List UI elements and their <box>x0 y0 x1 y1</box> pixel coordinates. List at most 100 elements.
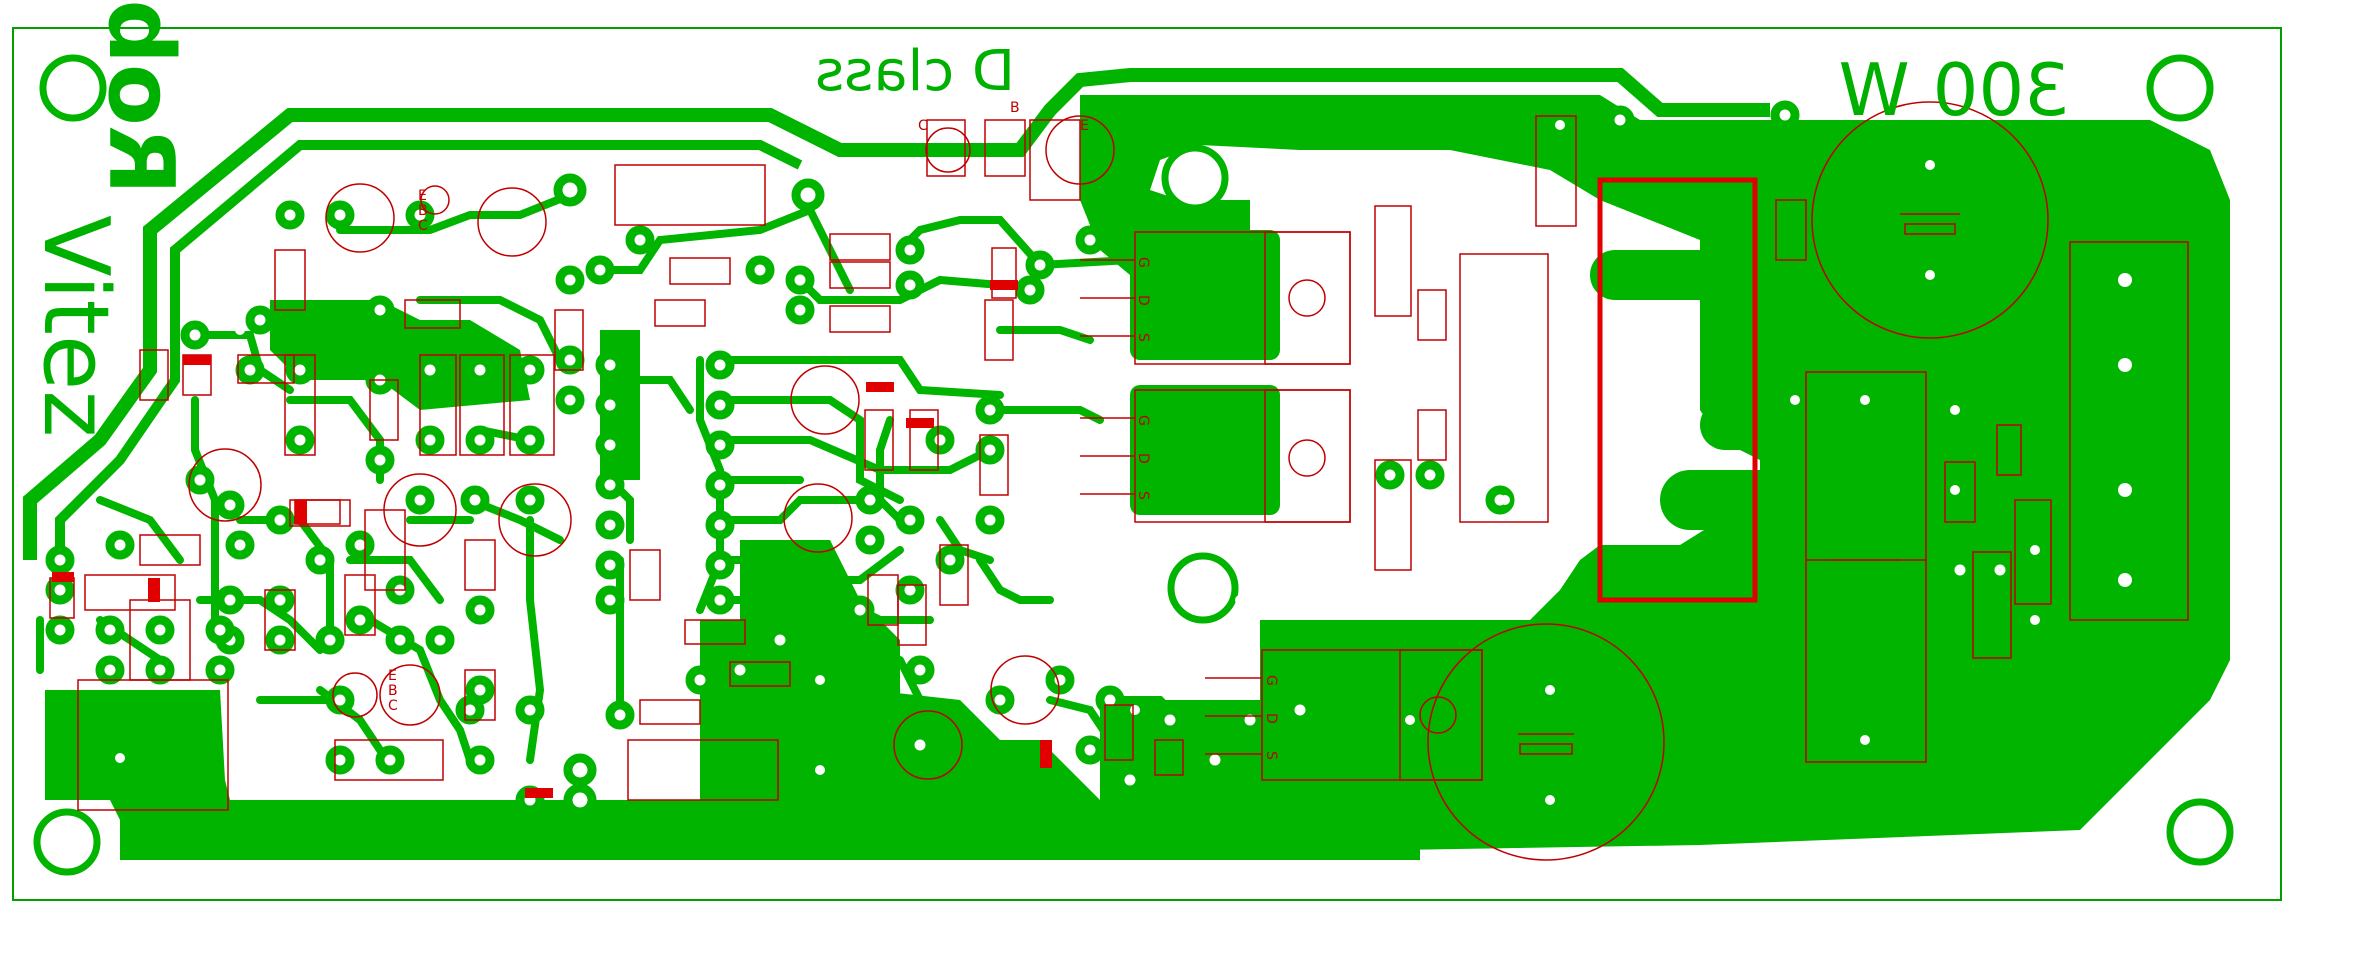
mosfet-lower-pin-d: D <box>1263 713 1279 724</box>
board-outline <box>12 27 2282 901</box>
box-inductor <box>1805 371 1927 763</box>
pads <box>45 100 2015 817</box>
copper-pour-left-top <box>270 300 530 410</box>
copper-pour-ground-2 <box>1100 830 1420 860</box>
box-resistor-v <box>909 409 939 471</box>
box-resistor-y <box>1104 704 1134 761</box>
box-cap-b <box>139 349 169 401</box>
mosfet-middle-tab <box>1264 389 1351 523</box>
copper-pour-ground <box>120 800 1100 860</box>
copper-mosfet-u <box>1130 230 1280 360</box>
box-resistor-r <box>684 619 746 645</box>
box-resistor-f <box>404 299 461 329</box>
box-resistor-q <box>729 661 791 687</box>
box-cap-a <box>237 354 295 384</box>
box-resistor-bb <box>867 574 899 626</box>
box-ic-top <box>614 164 766 226</box>
box-cap-e <box>509 354 555 456</box>
mosfet-upper-hole <box>1288 279 1326 317</box>
box-resistor-a <box>669 257 731 285</box>
author-first-name: Robi <box>88 0 193 195</box>
transistor-top-pin-c: C <box>918 118 928 134</box>
box-resistor-n <box>464 539 496 591</box>
mosfet-middle-pin-g: G <box>1135 415 1151 426</box>
box-cap-d <box>459 354 505 456</box>
author-last-name: Vitez <box>23 215 128 438</box>
cap-main-bottom <box>1427 623 1665 861</box>
board-subtitle: D class <box>815 39 1015 104</box>
box-resistor-right2 <box>1944 461 1976 523</box>
copper-bar-2 <box>1700 318 2140 368</box>
box-resistor-aa <box>991 247 1017 299</box>
box-resistor-e <box>654 299 706 327</box>
mount-hole-bl <box>33 808 101 876</box>
box-resistor-right1 <box>1775 199 1807 261</box>
trace-top-inner <box>55 140 803 570</box>
box-resistor-d <box>829 305 891 333</box>
box-resistor-i <box>554 309 584 371</box>
transistor-top-pin-b: B <box>1010 100 1020 116</box>
transistor-top-pin-e: E <box>1080 118 1089 134</box>
box-small-cap-mid <box>1374 205 1412 317</box>
copper-mosfet-m <box>1130 385 1280 515</box>
copper-bar-1 <box>1590 250 2070 300</box>
box-cap-h <box>139 534 201 566</box>
mosfet-lower-tab <box>1399 649 1483 781</box>
box-cap-p <box>926 119 966 177</box>
board-labels: 300 W D class Robi Vitez <box>23 0 2070 438</box>
box-cap-c <box>284 354 316 456</box>
box-resistor-h <box>369 379 399 441</box>
mosfet-upper-pin-g: G <box>1135 257 1151 268</box>
polarity-markers <box>52 280 1052 798</box>
box-resistor-s <box>984 299 1014 361</box>
box-resistor-o <box>464 669 496 721</box>
trace-top-outer <box>23 68 1770 560</box>
box-resistor-u <box>864 409 894 471</box>
copper-mosfet-l <box>1260 630 1440 780</box>
box-resistor-mid2 <box>1417 409 1447 461</box>
box-cap-k <box>629 549 661 601</box>
mount-hole-center-top <box>1161 144 1229 212</box>
mosfet-middle-hole <box>1288 439 1326 477</box>
mount-hole-br <box>2166 798 2234 866</box>
transistor2-pin-c: C <box>388 698 398 714</box>
cap-main-top <box>1811 101 2049 339</box>
mount-hole-tl <box>39 54 107 122</box>
silkscreen-layer <box>49 101 2189 861</box>
cap-main-bottom-plate <box>1519 743 1573 755</box>
mosfet-lower-pin-g: G <box>1263 675 1279 686</box>
box-resistor-w <box>939 544 969 606</box>
box-resistor-p <box>639 699 701 725</box>
box-cap-o <box>1029 119 1081 201</box>
box-cap-right5 <box>1972 551 2012 659</box>
box-cap-f <box>419 354 457 456</box>
box-cap-i <box>289 499 351 527</box>
transistor-pin-e: E <box>418 188 427 204</box>
box-cap-right4 <box>2014 499 2052 605</box>
mosfet-upper-tab <box>1264 231 1351 365</box>
transistor-pin-c: C <box>418 218 428 234</box>
board-title: 300 W <box>1838 48 2070 132</box>
box-small-cap-top <box>1535 115 1577 227</box>
box-resistor-c <box>829 261 891 289</box>
mount-hole-tr <box>2146 54 2214 122</box>
mosfet-upper-pin-s: S <box>1135 333 1151 342</box>
box-resistor-t <box>979 434 1009 496</box>
mosfet-middle-pin-d: D <box>1135 453 1151 464</box>
power-pads <box>115 120 2132 805</box>
cap-main-top-plate <box>1904 223 1956 235</box>
mosfet-middle-pin-s: S <box>1135 491 1151 500</box>
transistor-pin-b: B <box>418 203 428 219</box>
box-resistor-l <box>344 574 376 636</box>
mosfet-upper-pin-d: D <box>1135 295 1151 306</box>
copper-bar-4 <box>1660 470 2180 530</box>
box-resistor-right3 <box>1996 424 2022 476</box>
box-resistor-mid1 <box>1417 289 1447 341</box>
box-cap-film <box>1459 253 1549 523</box>
highlight-region <box>1597 177 1758 603</box>
pin-labels: G D S G D S G D S E B C E B C C B E <box>388 100 1279 760</box>
copper-layer <box>23 68 2230 860</box>
copper-cap-pad <box>1500 620 1600 720</box>
mosfet-lower-pin-s: S <box>1263 751 1279 760</box>
mount-hole-center-bot <box>1167 552 1239 624</box>
